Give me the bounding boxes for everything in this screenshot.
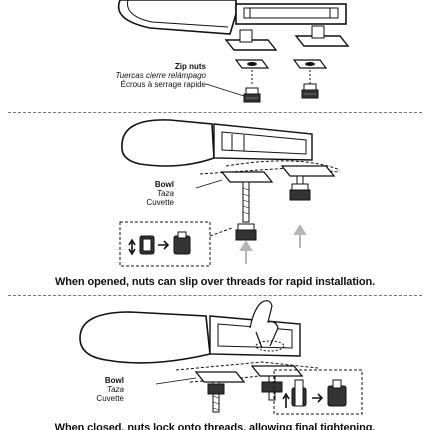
bowl-french: Cuvette <box>96 394 124 403</box>
washer-right <box>294 60 326 68</box>
zip-nuts-title: Zip nuts <box>175 62 206 71</box>
caption-closed: When closed, nuts lock onto threads, all… <box>0 422 430 430</box>
caption-opened: When opened, nuts can slip over threads … <box>0 276 430 288</box>
bowl-spanish: Taza <box>107 385 124 394</box>
zip-nut-left <box>244 88 260 102</box>
bowl-title: Bowl <box>105 376 124 385</box>
bowl-title: Bowl <box>155 180 174 189</box>
panel-2-illustration <box>0 118 430 268</box>
zip-nuts-french: Écrous à serrage rapide <box>121 80 206 89</box>
zip-nuts-label: Zip nuts Tuercas cierre relámpago Écrous… <box>86 62 206 89</box>
bowl-label-panel-2: Bowl Taza Cuvette <box>120 180 174 207</box>
bowl-spanish: Taza <box>157 189 174 198</box>
panel-3-illustration <box>0 298 430 422</box>
divider-2 <box>8 295 422 296</box>
panel-1-illustration <box>0 0 430 110</box>
zip-nuts-spanish: Tuercas cierre relámpago <box>115 71 206 80</box>
bowl-label-panel-3: Bowl Taza Cuvette <box>70 376 124 403</box>
bowl-french: Cuvette <box>146 198 174 207</box>
washer-left <box>236 60 268 68</box>
zip-nut-right <box>302 84 318 98</box>
divider-1 <box>8 112 422 113</box>
